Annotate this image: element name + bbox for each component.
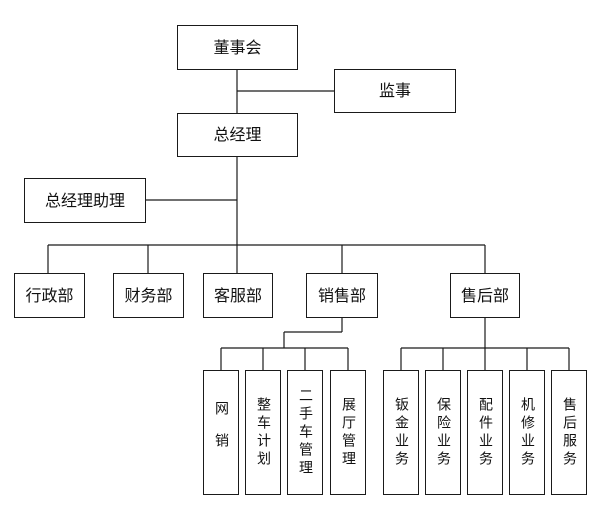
node-used-car-management: 二手车管理 <box>287 370 323 495</box>
node-gm-assistant: 总经理助理 <box>24 178 146 223</box>
node-customer-service: 客服部 <box>203 273 273 318</box>
node-online-sales: 网销 <box>203 370 239 495</box>
node-showroom-management: 展厅管理 <box>330 370 366 495</box>
node-finance: 财务部 <box>113 273 184 318</box>
node-insurance: 保险业务 <box>425 370 461 495</box>
node-after-sales: 售后部 <box>450 273 520 318</box>
node-supervisor: 监事 <box>334 69 456 113</box>
node-admin: 行政部 <box>14 273 85 318</box>
node-sheet-metal: 钣金业务 <box>383 370 419 495</box>
node-after-sales-service: 售后服务 <box>551 370 587 495</box>
node-parts: 配件业务 <box>467 370 503 495</box>
node-gm: 总经理 <box>177 113 298 157</box>
node-repair: 机修业务 <box>509 370 545 495</box>
node-vehicle-planning: 整车计划 <box>245 370 281 495</box>
node-sales: 销售部 <box>306 273 378 318</box>
node-board: 董事会 <box>177 25 298 70</box>
